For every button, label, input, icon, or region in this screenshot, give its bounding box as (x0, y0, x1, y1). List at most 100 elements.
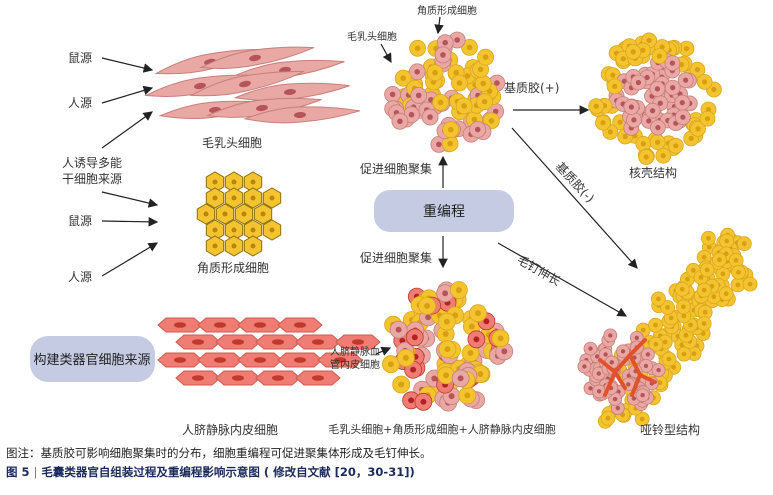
keratinocyte-nucleus (691, 351, 697, 357)
keratinocyte-nucleus (260, 211, 266, 217)
dermal-papilla-nucleus (494, 80, 500, 86)
figure-caption: 图 5|毛囊类器官自组装过程及重编程影响示意图 ( 修改自文献 [20，30-3… (6, 464, 415, 480)
dumbbell-label: 哑铃型结构 (640, 422, 700, 437)
aggregate-top-illustration (384, 31, 506, 153)
dp-cell-nucleus (284, 88, 296, 96)
keratinocyte-nucleus (456, 80, 463, 86)
dermal-papilla-nucleus (427, 114, 433, 120)
ipsc-source-label-line1: 人诱导多能 (62, 156, 122, 170)
keratinocyte-nucleus (600, 120, 606, 126)
dermal-papilla-nucleus (608, 333, 613, 338)
endothelial-cell-nucleus (232, 375, 244, 381)
endothelial-cell (175, 334, 221, 350)
organ-cell-source-label: 构建类器官细胞来源 (33, 352, 150, 368)
keratinocyte-nucleus (653, 341, 659, 347)
dp-cell (205, 97, 322, 118)
dp-cell-nucleus (239, 80, 251, 88)
keratinocyte-nucleus (639, 416, 645, 422)
aggregate-bottom-illustration (381, 281, 514, 412)
keratinocyte-nucleus (681, 351, 687, 357)
dermal-papilla-nucleus (431, 375, 438, 382)
dermal-papilla-nucleus (457, 375, 464, 382)
dermal-papilla-nucleus (588, 346, 593, 351)
keratinocyte-nucleus (665, 305, 670, 310)
peg-elongation-label: 毛钉伸长 (515, 252, 564, 288)
endothelial-nucleus (473, 336, 480, 343)
keratinocyte-nucleus (442, 331, 449, 337)
endothelial-cell (197, 317, 243, 333)
endothelial-cell (175, 370, 221, 386)
keratinocyte-cluster-illustration (196, 171, 282, 257)
keratinocyte-nucleus (617, 119, 623, 125)
keratinocyte-nucleus (683, 45, 690, 52)
keratinocyte-nucleus (720, 271, 726, 277)
keratinocyte-nucleus (437, 99, 444, 106)
endothelial-cell-nucleus (312, 339, 324, 345)
keratinocyte-nucleus (717, 257, 722, 263)
keratinocyte-nucleus (610, 72, 616, 78)
keratinocyte-nucleus (711, 86, 717, 93)
keratinocyte-nucleus (466, 44, 473, 51)
keratinocyte-nucleus (704, 116, 711, 122)
keratinocyte-nucleus (443, 372, 450, 379)
dermal-papilla-nucleus (631, 117, 637, 123)
process-arrows (375, 16, 638, 356)
dermal-papilla-nucleus (389, 91, 396, 98)
vessel-branch (603, 338, 647, 397)
keratinocyte-nucleus (640, 327, 646, 333)
keratinocyte-nucleus (694, 67, 701, 73)
keratinocyte-nucleus (640, 141, 646, 147)
keratinocyte-nucleus (212, 243, 218, 249)
dermal-papilla-nucleus (603, 352, 608, 357)
endothelial-cell-nucleus (174, 357, 186, 363)
keratinocyte-nucleus (387, 361, 394, 368)
keratinocyte-nucleus (659, 44, 665, 50)
endothelial-nucleus (420, 398, 427, 405)
dermal-papilla-nucleus (414, 69, 421, 75)
promote-aggregation-bottom-label: 促进细胞聚集 (360, 250, 432, 265)
dermal-papilla-nucleus (442, 39, 449, 46)
ipsc-source-label-line2: 干细胞来源 (62, 172, 122, 186)
figure-number: 图 5 (6, 465, 30, 479)
keratinocyte-pointer-label: 角质形成细胞 (417, 4, 477, 17)
dermal-papilla-nucleus (620, 349, 626, 354)
human-source-label-2: 人源 (68, 270, 92, 284)
keratinocyte-nucleus (711, 294, 717, 300)
dermal-papilla-nucleus (501, 348, 508, 355)
keratinocyte-nucleus (666, 356, 672, 362)
source-arrows (101, 57, 159, 277)
dermal-papilla-nucleus (415, 92, 422, 99)
dermal-papilla-nucleus (640, 393, 645, 398)
keratinocyte-nucleus (447, 140, 453, 147)
endothelial-cell (255, 370, 301, 386)
dermal-papilla-nucleus (582, 364, 587, 369)
dermal-papilla-nucleus (643, 363, 649, 369)
endothelial-nucleus (411, 334, 418, 341)
endothelial-cell (215, 370, 261, 386)
vessel-branch (630, 373, 642, 397)
endothelial-cell-nucleus (312, 375, 324, 381)
dermal-papilla-nucleus (683, 77, 689, 83)
vessel-branch (613, 370, 627, 390)
keratinocyte-nucleus (488, 118, 495, 124)
dp-cell-nucleus (194, 82, 206, 90)
endothelial-cell (157, 352, 203, 368)
endothelial-cell (157, 317, 203, 333)
keratinocyte-nucleus (400, 75, 407, 81)
dermal-papilla-nucleus (440, 52, 446, 58)
keratinocyte-nucleus (471, 116, 478, 123)
keratinocyte-nucleus (690, 267, 696, 273)
dermal-papilla-nucleus (474, 126, 481, 133)
endothelial-cell-nucleus (272, 375, 284, 381)
dermal-papilla-nucleus (670, 84, 676, 91)
dermal-papilla-nucleus (609, 360, 614, 365)
keratinocyte-nucleus (662, 339, 668, 345)
keratinocyte-nucleus (607, 129, 613, 135)
endothelial-cell (335, 334, 381, 350)
endothelial-nucleus (483, 318, 490, 325)
caption-divider: | (33, 465, 38, 479)
mouse-source-label-1: 鼠源 (68, 51, 92, 65)
keratinocyte-nucleus (681, 313, 687, 319)
figure-title: 毛囊类器官自组装过程及重编程影响示意图 ( 修改自文献 [20，30-31]) (41, 465, 415, 479)
dermal-papilla-nucleus (442, 290, 449, 297)
